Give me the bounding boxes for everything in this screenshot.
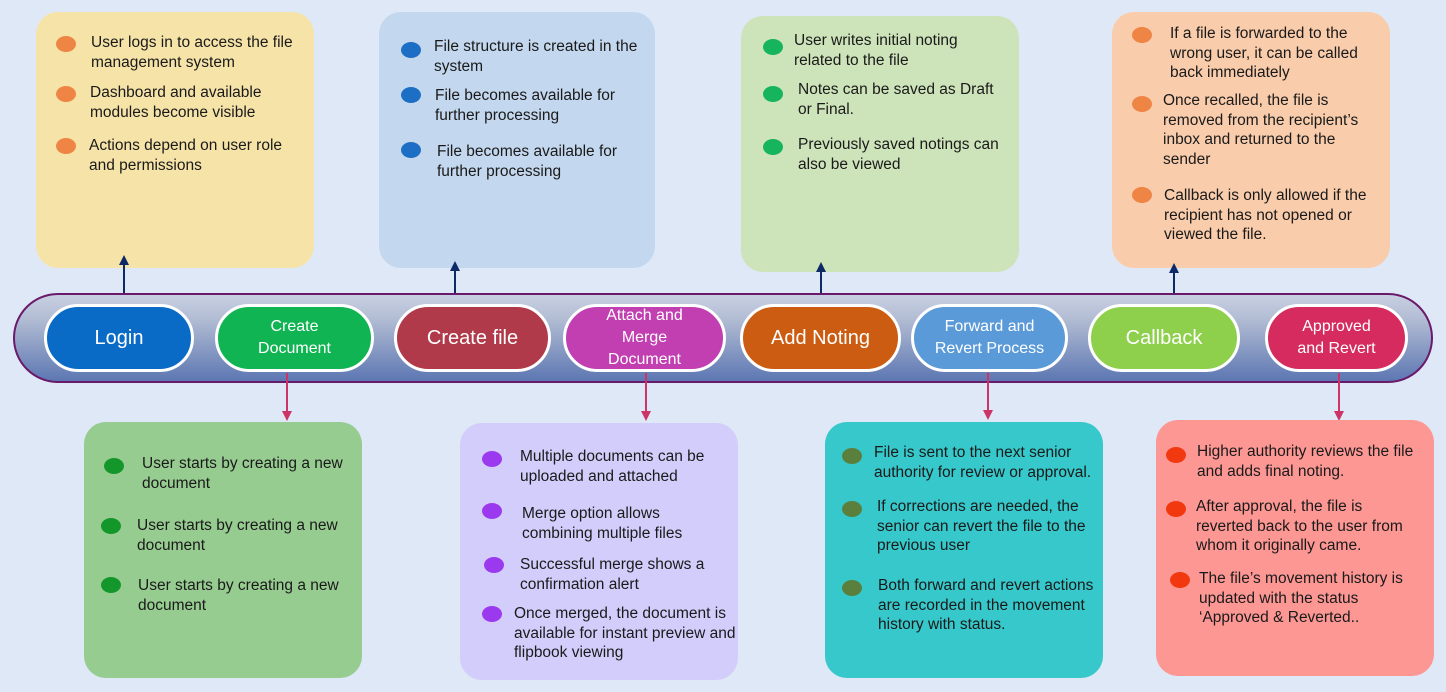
step-label: Approved and Revert [1297,318,1376,357]
bullet-dot [763,86,783,102]
step-create-file[interactable]: Create file [394,304,551,372]
arrow-head [983,410,993,420]
arrow-down-attach-merge [645,373,647,411]
bullet-dot [482,606,502,622]
step-label: Callback [1125,326,1203,349]
arrow-head [119,255,129,265]
bullet-dot [1166,447,1186,463]
bullet-dot [401,142,421,158]
step-label: Create Document [258,318,331,357]
arrow-head [1334,411,1344,421]
box-item: Callback is only allowed if the recipien… [1164,187,1367,243]
box-item: File becomes available for further proce… [437,143,618,180]
box-item: Once recalled, the file is removed from … [1163,92,1359,168]
bullet-dot [1170,572,1190,588]
add-noting-details-box: User writes initial noting related to th… [741,16,1019,272]
box-item: After approval, the file is reverted bac… [1196,498,1403,554]
bullet-dot [101,577,121,593]
box-item: User starts by creating a new document [137,517,338,554]
step-login[interactable]: Login [44,304,194,372]
approved-revert-details-box: Higher authority reviews the file and ad… [1156,420,1434,676]
bullet-dot [104,458,124,474]
step-create-document[interactable]: Create Document [215,304,374,372]
step-label: Add Noting [771,326,870,349]
bullet-dot [482,503,502,519]
bullet-dot [56,138,76,154]
bullet-dot [56,36,76,52]
box-item: Merge option allows combining multiple f… [522,505,683,542]
arrow-head [450,261,460,271]
arrow-up-login [123,264,125,306]
step-forward-revert[interactable]: Forward and Revert Process [911,304,1068,372]
bullet-dot [1166,501,1186,517]
box-item: The file’s movement history is updated w… [1199,570,1403,626]
attach-merge-details-box: Multiple documents can be uploaded and a… [460,423,738,680]
callback-details-box: If a file is forwarded to the wrong user… [1112,12,1390,268]
step-add-noting[interactable]: Add Noting [740,304,901,372]
box-item: Dashboard and available modules become v… [90,84,262,121]
box-item: Notes can be saved as Draft or Final. [798,81,994,118]
box-item: User logs in to access the file manageme… [91,34,293,71]
arrow-up-callback [1173,272,1175,299]
bullet-dot [401,87,421,103]
arrow-up-add-noting [820,272,822,304]
bullet-dot [842,501,862,517]
box-item: Successful merge shows a confirmation al… [520,556,705,593]
arrow-head [1169,263,1179,273]
step-label: Forward and Revert Process [934,318,1045,357]
login-details-box: User logs in to access the file manageme… [36,12,314,268]
arrow-down-forward-revert [987,373,989,410]
step-label: Login [94,326,144,349]
arrow-head [816,262,826,272]
step-label: Attach and Merge Document [606,307,683,368]
step-approved-revert[interactable]: Approved and Revert [1265,304,1408,372]
step-callback[interactable]: Callback [1088,304,1240,372]
bullet-dot [1132,27,1152,43]
bullet-dot [842,448,862,464]
bullet-dot [56,86,76,102]
create-file-details-box: File structure is created in the system … [379,12,655,268]
box-item: Once merged, the document is available f… [514,605,736,661]
arrow-down-approved-revert [1338,373,1340,411]
arrow-up-create-file [454,270,456,304]
bullet-dot [763,139,783,155]
box-item: File structure is created in the system [434,38,638,75]
box-item: If a file is forwarded to the wrong user… [1170,25,1358,81]
bullet-dot [1132,187,1152,203]
bullet-dot [763,39,783,55]
box-item: User starts by creating a new document [142,455,343,492]
bullet-dot [401,42,421,58]
bullet-dot [482,451,502,467]
arrow-down-create-document [286,373,288,411]
forward-revert-details-box: File is sent to the next senior authorit… [825,422,1103,678]
bullet-dot [842,580,862,596]
create-document-details-box: User starts by creating a new document U… [84,422,362,678]
box-item: User writes initial noting related to th… [794,32,958,69]
step-label: Create file [426,326,519,349]
bullet-dot [484,557,504,573]
arrow-head [282,411,292,421]
box-item: Actions depend on user role and permissi… [89,137,283,174]
box-item: Both forward and revert actions are reco… [878,577,1094,633]
box-item: User starts by creating a new document [138,577,339,614]
step-attach-merge[interactable]: Attach and Merge Document [563,304,726,372]
box-item: If corrections are needed, the senior ca… [877,498,1086,554]
bullet-dot [101,518,121,534]
bullet-dot [1132,96,1152,112]
box-item: Higher authority reviews the file and ad… [1197,443,1414,480]
box-item: File is sent to the next senior authorit… [874,444,1092,481]
box-item: File becomes available for further proce… [435,87,616,124]
arrow-head [641,411,651,421]
box-item: Multiple documents can be uploaded and a… [520,448,705,485]
box-item: Previously saved notings can also be vie… [798,136,999,173]
